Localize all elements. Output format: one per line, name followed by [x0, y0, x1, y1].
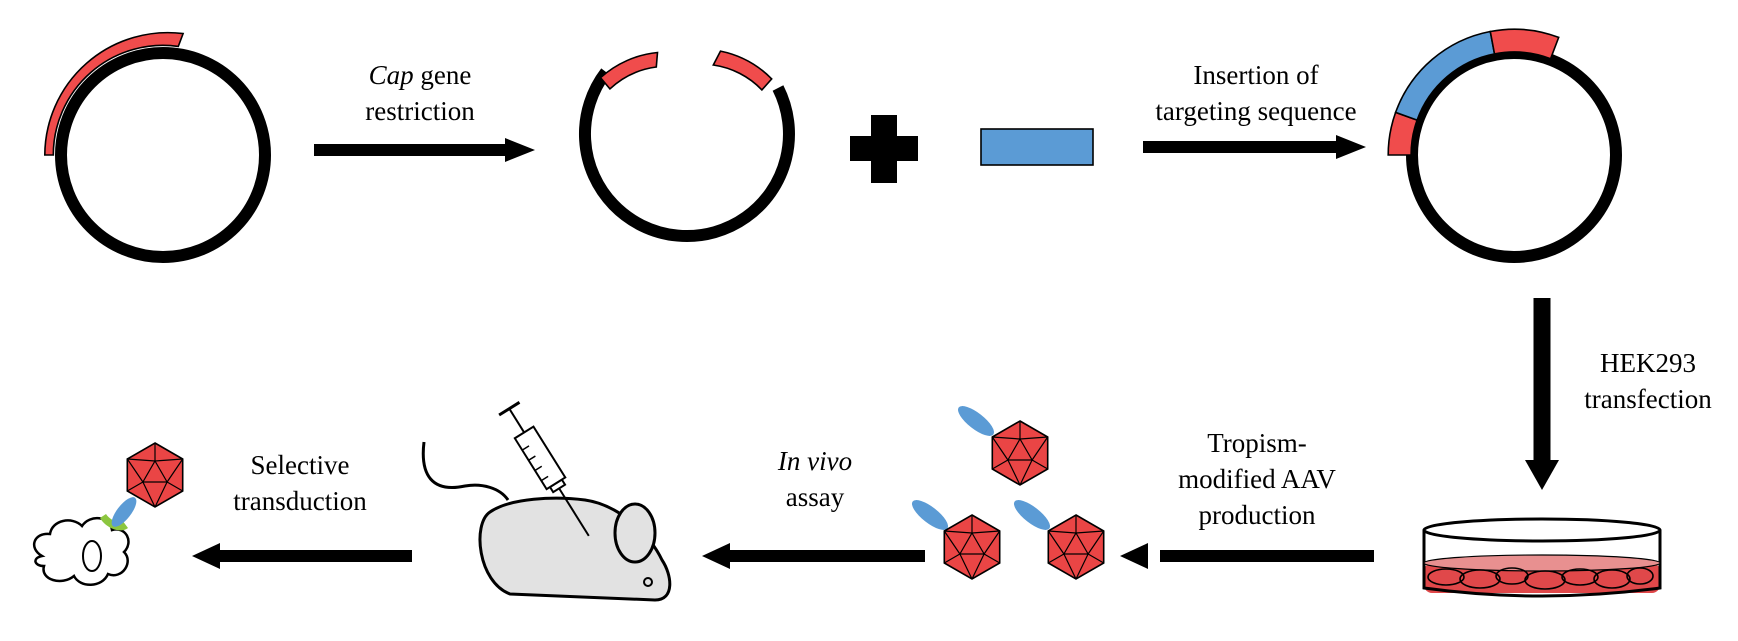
selective-transduction-label-line2: transduction — [233, 486, 367, 516]
insertion-label-line2: targeting sequence — [1155, 96, 1356, 126]
cap-restriction-label: Cap gene — [369, 60, 472, 90]
aav-capsid-icon — [957, 406, 1049, 486]
arrow-left-1 — [1120, 543, 1374, 569]
hek-label: HEK293 — [1600, 348, 1696, 378]
insertion-label: Insertion of — [1193, 60, 1318, 90]
arrow-down — [1525, 298, 1559, 490]
mouse-icon — [421, 441, 672, 602]
modified-plasmid-icon — [1387, 28, 1622, 263]
aav-capsid-icon — [911, 500, 1001, 580]
petri-dish-icon — [1422, 517, 1662, 598]
aav-production-label-line2: modified AAV — [1178, 464, 1336, 494]
in-vivo-label: In vivo — [777, 446, 852, 476]
arrow-left-2 — [702, 543, 925, 569]
selective-transduction-label: Selective — [251, 450, 350, 480]
restricted-plasmid-icon — [578, 50, 795, 243]
in-vivo-label-line2: assay — [786, 482, 845, 512]
plus-icon — [850, 115, 918, 183]
arrow-right-2 — [1143, 135, 1366, 159]
syringe-icon — [498, 401, 590, 537]
arrow-right-1 — [314, 138, 535, 162]
cell-cluster — [1427, 567, 1654, 590]
arrow-left-3 — [192, 543, 412, 569]
aav-capsid-icon — [111, 442, 184, 527]
plasmid-icon — [43, 31, 271, 263]
aav-production-label-line3: production — [1199, 500, 1316, 530]
aav-production-label: Tropism- — [1207, 428, 1307, 458]
hek-label-line2: transfection — [1584, 384, 1712, 414]
target-cell-icon — [32, 514, 130, 586]
targeting-sequence-icon — [980, 128, 1094, 166]
cap-restriction-label-line2: restriction — [365, 96, 475, 126]
aav-capsid-icon — [1013, 500, 1105, 580]
